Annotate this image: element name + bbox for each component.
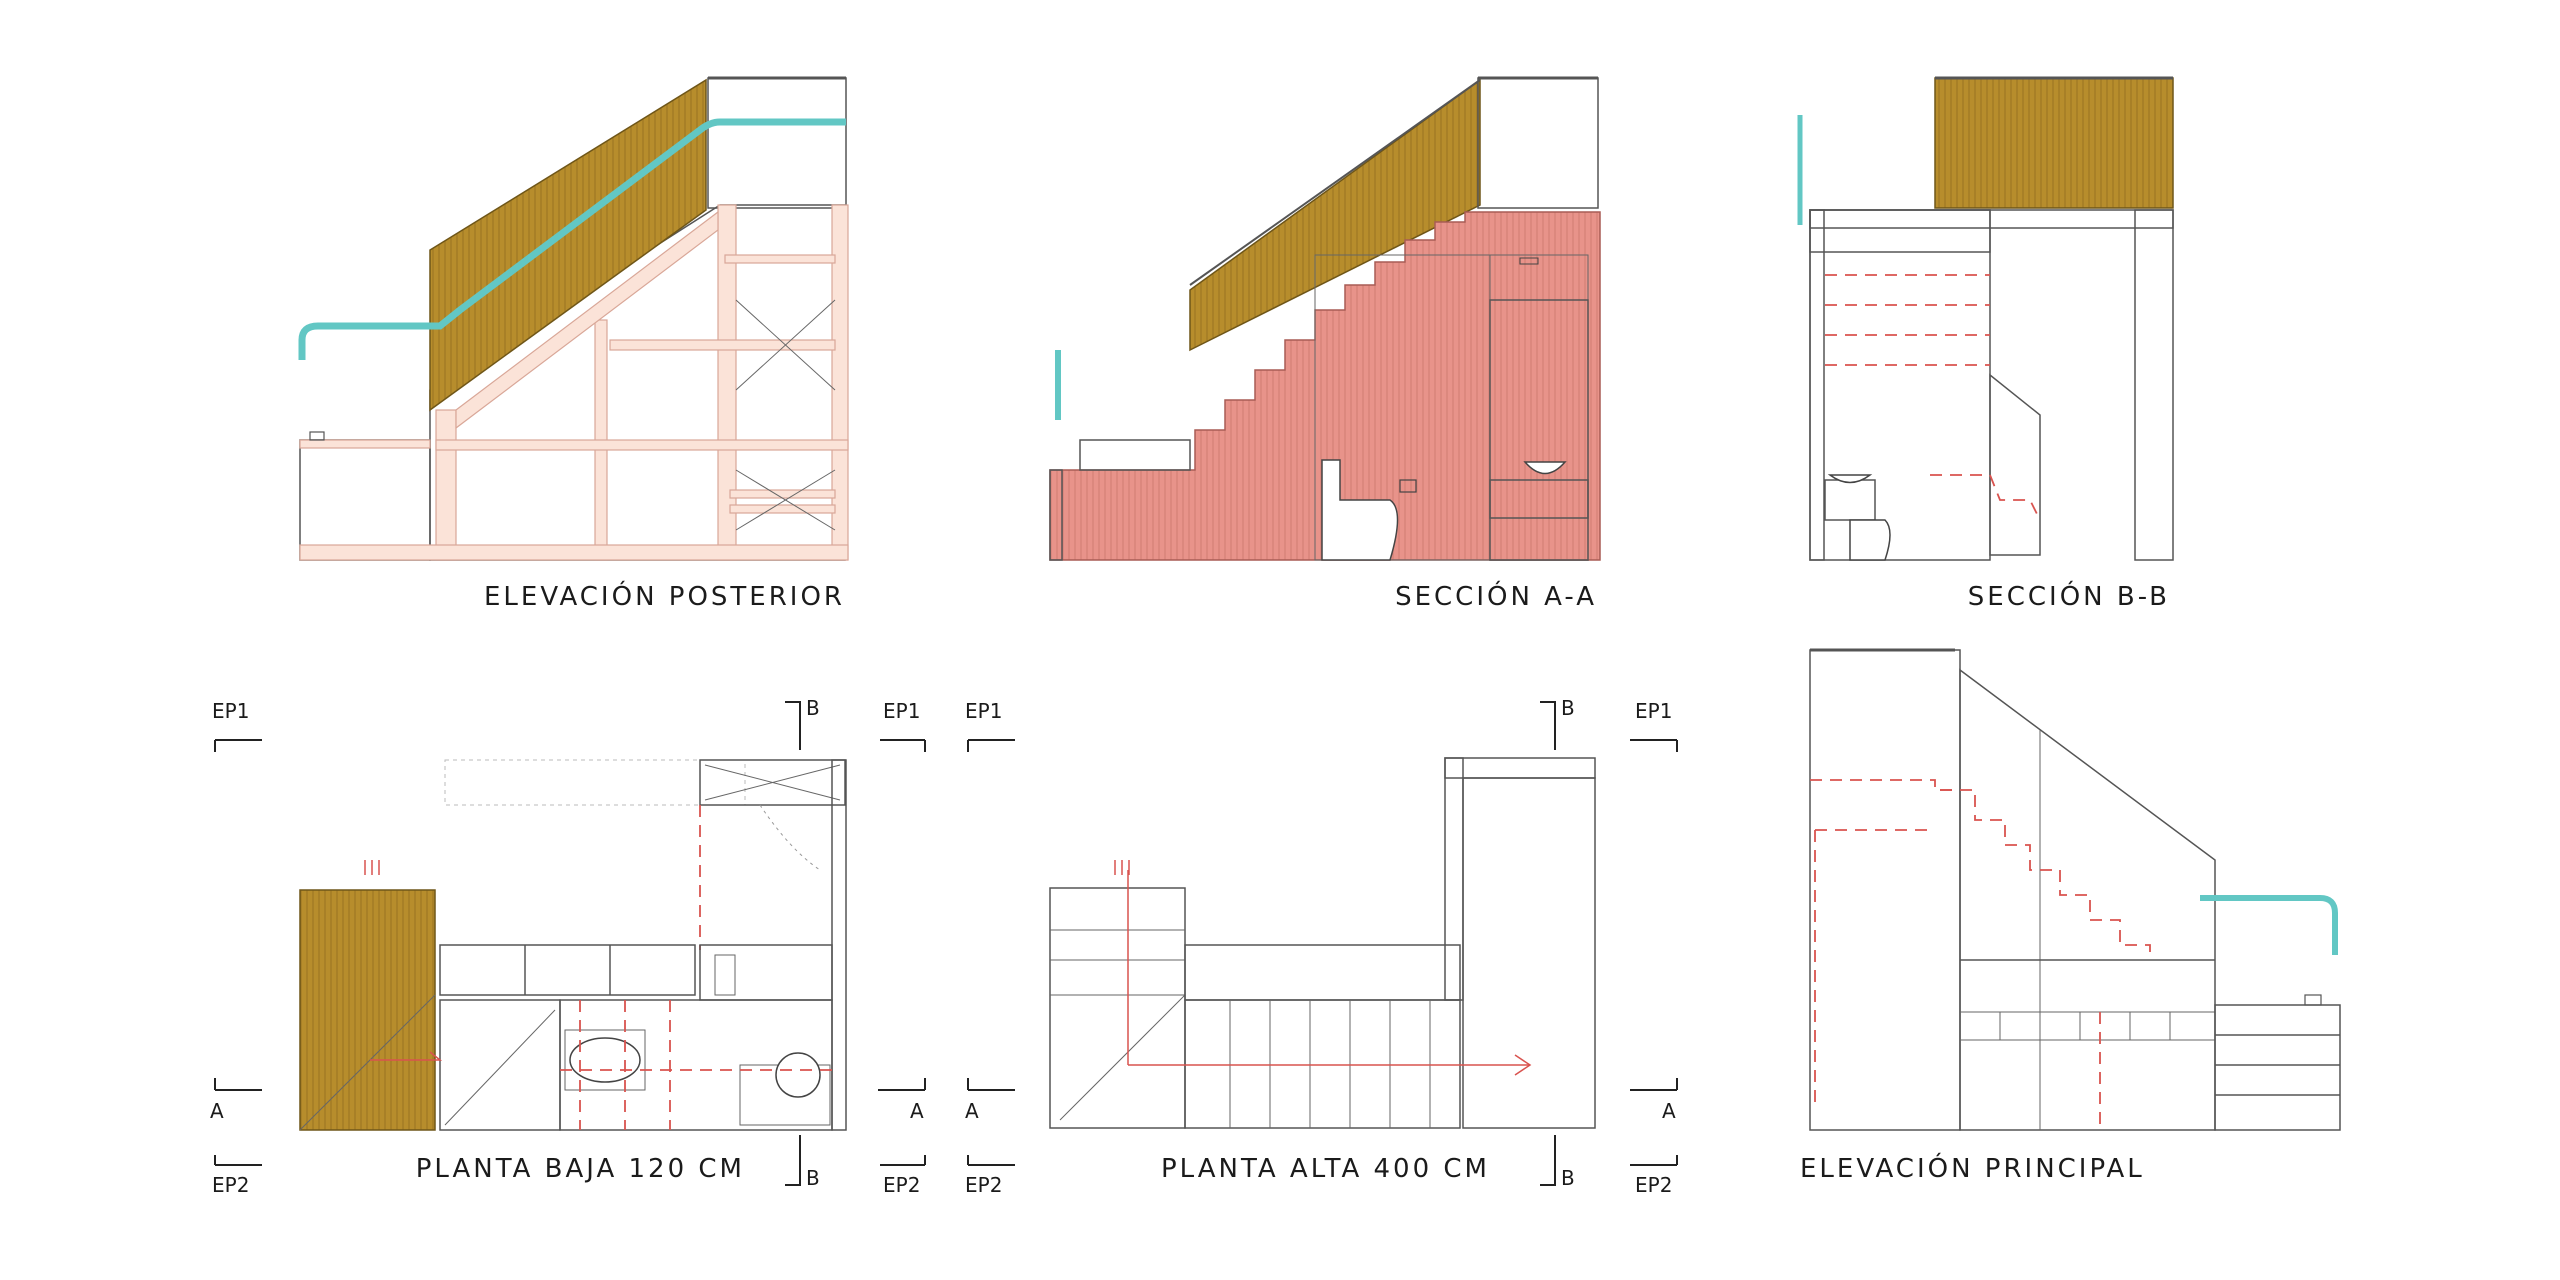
marker-ep1-right: EP1 [883,699,920,723]
marker-b-bottom-upper: B [1561,1166,1575,1190]
label-upper-floor-plan: PLANTA ALTA 400 CM [1161,1154,1490,1184]
label-ground-floor-plan: PLANTA BAJA 120 CM [416,1154,745,1184]
section-markers-ground-plan: EP1 EP1 A A EP2 EP2 B B [210,696,926,1197]
marker-ep1-left-upper: EP1 [965,699,1002,723]
marker-ep2-right-upper: EP2 [1635,1173,1672,1197]
label-main-elevation: ELEVACIÓN PRINCIPAL [1800,1152,2145,1184]
marker-ep2-left: EP2 [212,1173,249,1197]
section-markers-upper-plan: EP1 EP1 A A EP2 EP2 B B [965,696,1678,1197]
marker-ep2-right: EP2 [883,1173,920,1197]
marker-ep2-left-upper: EP2 [965,1173,1002,1197]
section-bb-drawing [1797,76,2174,561]
section-aa-drawing [1049,76,1601,561]
marker-b-top: B [806,696,820,720]
label-section-aa: SECCIÓN A-A [1395,580,1597,612]
label-section-bb: SECCIÓN B-B [1968,580,2170,612]
marker-ep1-right-upper: EP1 [1635,699,1672,723]
marker-a-left-upper: A [965,1099,979,1123]
marker-a-left: A [210,1099,224,1123]
rear-elevation-drawing [298,76,849,561]
marker-b-bottom: B [806,1166,820,1190]
marker-ep1-left: EP1 [212,699,249,723]
marker-a-right: A [910,1099,924,1123]
label-rear-elevation: ELEVACIÓN POSTERIOR [484,580,845,612]
marker-a-right-upper: A [1662,1099,1676,1123]
main-elevation-drawing [1809,648,2341,1131]
ground-floor-plan-drawing [299,759,847,1131]
upper-floor-plan-drawing [1049,757,1596,1129]
marker-b-top-upper: B [1561,696,1575,720]
